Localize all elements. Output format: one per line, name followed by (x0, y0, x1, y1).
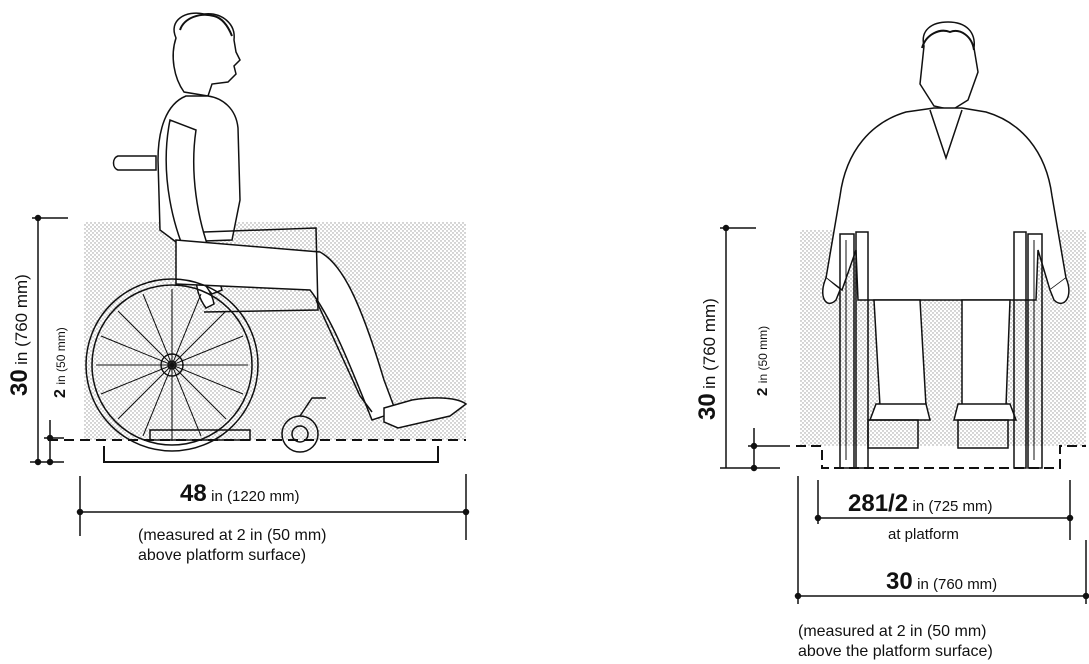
side-height-label: 30 in (760 mm) (6, 274, 34, 396)
front-platform-width-value: 281/2 (848, 490, 909, 517)
front-note: (measured at 2 in (50 mm) above the plat… (798, 623, 993, 660)
front-clearance-unit: in (50 mm) (756, 325, 770, 384)
front-platform-width-label: 281/2 in (725 mm) (848, 490, 993, 518)
front-height-value: 30 (694, 393, 721, 420)
side-length-value: 48 (180, 480, 207, 507)
front-overall-width-value: 30 (886, 568, 913, 595)
side-person (112, 12, 468, 429)
front-height-label: 30 in (760 mm) (694, 298, 722, 420)
front-clearance-label: 2 in (50 mm) (754, 326, 772, 396)
front-platform-sub: at platform (888, 526, 959, 543)
side-length-unit: in (1220 mm) (211, 488, 300, 505)
side-length-label: 48 in (1220 mm) (180, 480, 300, 508)
side-clearance-unit: in (50 mm) (54, 327, 68, 385)
front-view (720, 21, 1089, 604)
front-platform-width-unit: in (725 mm) (912, 498, 993, 515)
front-height-unit: in (760 mm) (700, 298, 719, 389)
front-overall-width-label: 30 in (760 mm) (886, 568, 997, 596)
side-clearance-label: 2 in (50 mm) (52, 327, 70, 398)
front-person (822, 21, 1070, 421)
side-note: (measured at 2 in (50 mm) above platform… (138, 527, 327, 564)
side-height-unit: in (760 mm) (12, 274, 31, 365)
side-height-value: 30 (6, 369, 33, 396)
side-clearance-value: 2 (52, 389, 69, 398)
side-wheelchair (85, 227, 373, 453)
front-overall-width-unit: in (760 mm) (917, 576, 998, 593)
front-clearance-value: 2 (754, 387, 771, 396)
side-rear-wheel (85, 278, 259, 452)
side-view (30, 12, 470, 540)
